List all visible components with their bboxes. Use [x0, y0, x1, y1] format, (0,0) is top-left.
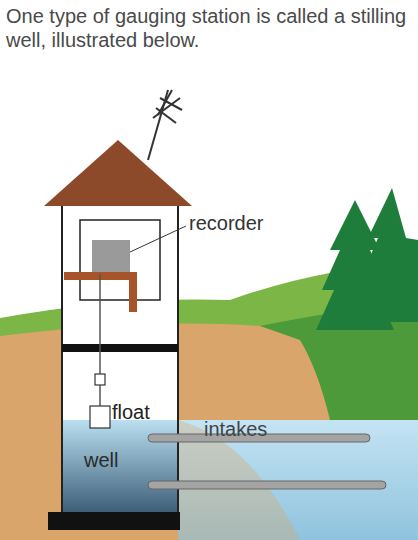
part-label: recorder [189, 212, 263, 234]
roof [44, 140, 192, 206]
float-cable [99, 274, 101, 374]
intake-pipe [148, 481, 386, 489]
float-cable [99, 385, 101, 406]
well-base [48, 512, 180, 530]
float [90, 406, 110, 428]
counterweight [95, 374, 105, 385]
leader-line [130, 226, 186, 252]
station-house [62, 205, 178, 520]
recorder-box [92, 240, 130, 274]
part-label: float [112, 401, 150, 423]
part-label: well [84, 449, 118, 471]
antenna [148, 90, 182, 160]
heading: One type of gauging station is called a … [6, 4, 412, 52]
recorder-cabinet [80, 220, 160, 300]
floor [62, 344, 178, 352]
part-label: intakes [204, 418, 267, 440]
trees [316, 188, 418, 330]
